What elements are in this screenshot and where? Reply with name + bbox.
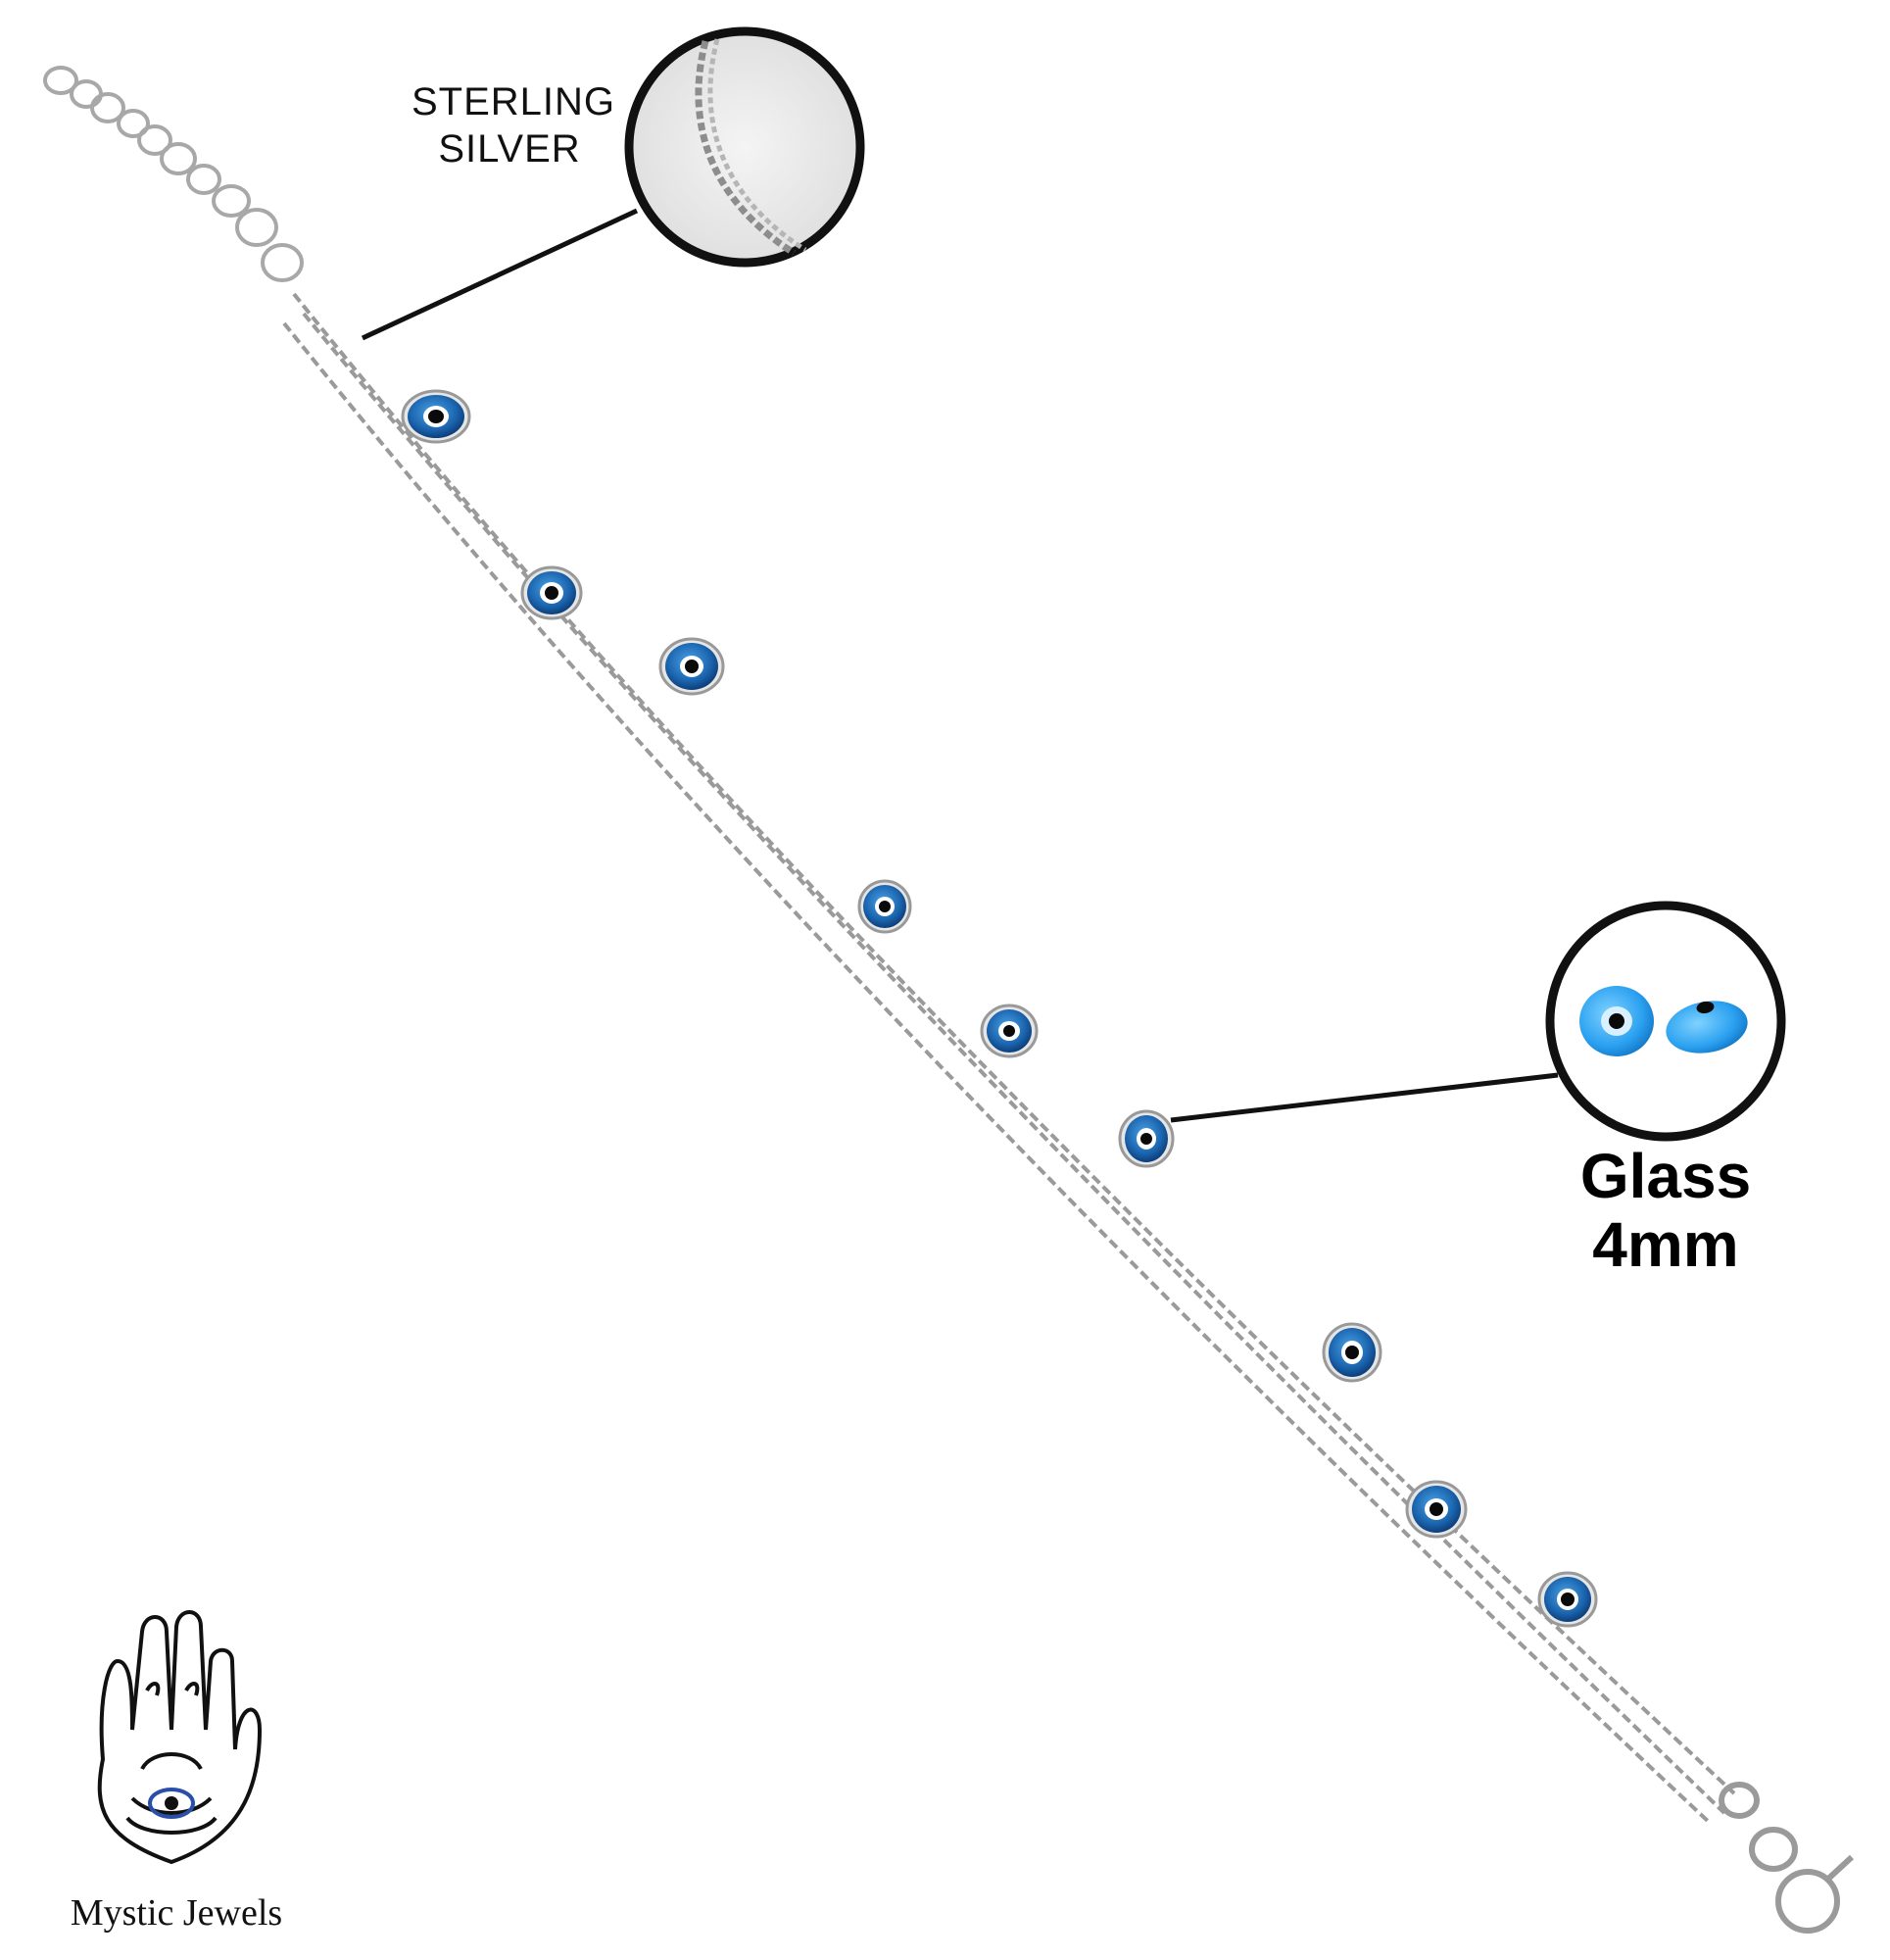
glass-bead-front [1579, 986, 1654, 1056]
evil-eye-bead [401, 389, 471, 444]
evil-eye-bead [857, 879, 912, 934]
material-label-line1: STERLING [412, 80, 616, 123]
extender-chain [43, 66, 304, 282]
evil-eye-bead [1537, 1571, 1598, 1628]
bead-label-line1: Glass [1579, 1141, 1752, 1211]
material-label: STERLING SILVER [412, 78, 616, 172]
evil-eye-bead [658, 637, 725, 696]
glass-zoom-callout [1170, 901, 1786, 1142]
hamsa-hand-icon [97, 1610, 263, 1865]
glass-bead-side [1666, 1001, 1748, 1054]
bracelet-chains [282, 292, 1736, 1825]
evil-eye-bead [1118, 1109, 1175, 1168]
evil-eye-bead [980, 1004, 1039, 1058]
evil-eye-beads [401, 389, 1598, 1628]
brand-name: Mystic Jewels [70, 1892, 283, 1934]
bead-label-line2: 4mm [1592, 1209, 1739, 1280]
material-label-line2: SILVER [438, 127, 581, 171]
spring-ring-clasp-icon [1719, 1782, 1855, 1934]
silver-zoom-callout [361, 26, 865, 341]
evil-eye-bead [1405, 1480, 1468, 1539]
evil-eye-bead [520, 565, 583, 620]
evil-eye-bead [1322, 1322, 1382, 1383]
bead-label: Glass 4mm [1528, 1142, 1803, 1279]
